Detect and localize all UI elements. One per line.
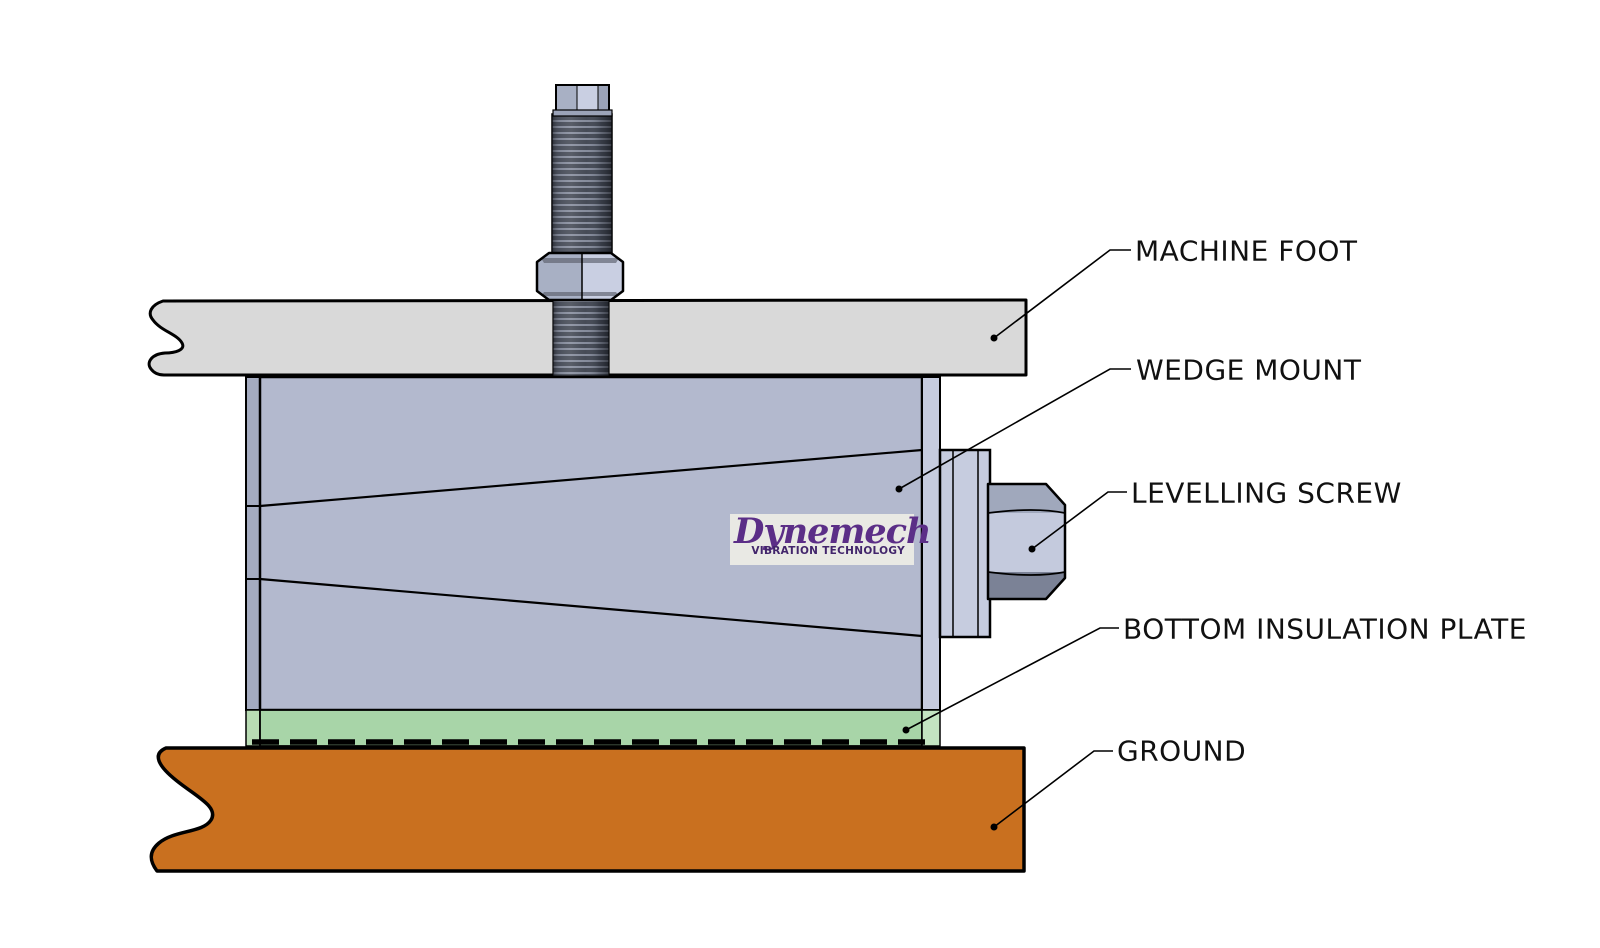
label-wedge-mount: WEDGE MOUNT bbox=[1136, 353, 1362, 387]
callout-leaders bbox=[898, 249, 1131, 828]
bottom-insulation-plate-leader bbox=[905, 627, 1119, 731]
wedge-mount-leader bbox=[898, 368, 1131, 490]
label-ground: GROUND bbox=[1117, 734, 1247, 768]
callout-leader-dots bbox=[895, 334, 1036, 831]
dynemech-logo: Dynemech VIBRATION TECHNOLOGY bbox=[730, 511, 931, 565]
anchor-bolt-shaft-lower bbox=[552, 299, 610, 377]
levelling-screw-head bbox=[986, 482, 1067, 601]
dynemech-logo-tagline: VIBRATION TECHNOLOGY bbox=[751, 545, 905, 557]
anchor-bolt-nut bbox=[535, 251, 625, 302]
label-machine-foot: MACHINE FOOT bbox=[1135, 234, 1358, 268]
ground-leader bbox=[993, 750, 1113, 828]
ground-slab bbox=[149, 746, 1026, 873]
wedge-mount-left-edge-plate bbox=[245, 376, 261, 711]
anchor-bolt-shaft-upper bbox=[551, 113, 613, 255]
label-levelling-screw: LEVELLING SCREW bbox=[1131, 476, 1402, 510]
machine-foot-leader bbox=[993, 249, 1131, 339]
dynemech-logo-wordmark: Dynemech bbox=[734, 511, 931, 552]
label-bottom-insulation-plate: BOTTOM INSULATION PLATE bbox=[1123, 612, 1527, 646]
anchor-bolt-head bbox=[552, 84, 613, 117]
levelling-screw-leader bbox=[1031, 491, 1127, 550]
wedge-interface-line-lower bbox=[259, 577, 923, 638]
levelling-screw-bracket bbox=[938, 448, 992, 639]
wedge-interface-line-upper bbox=[259, 448, 923, 508]
